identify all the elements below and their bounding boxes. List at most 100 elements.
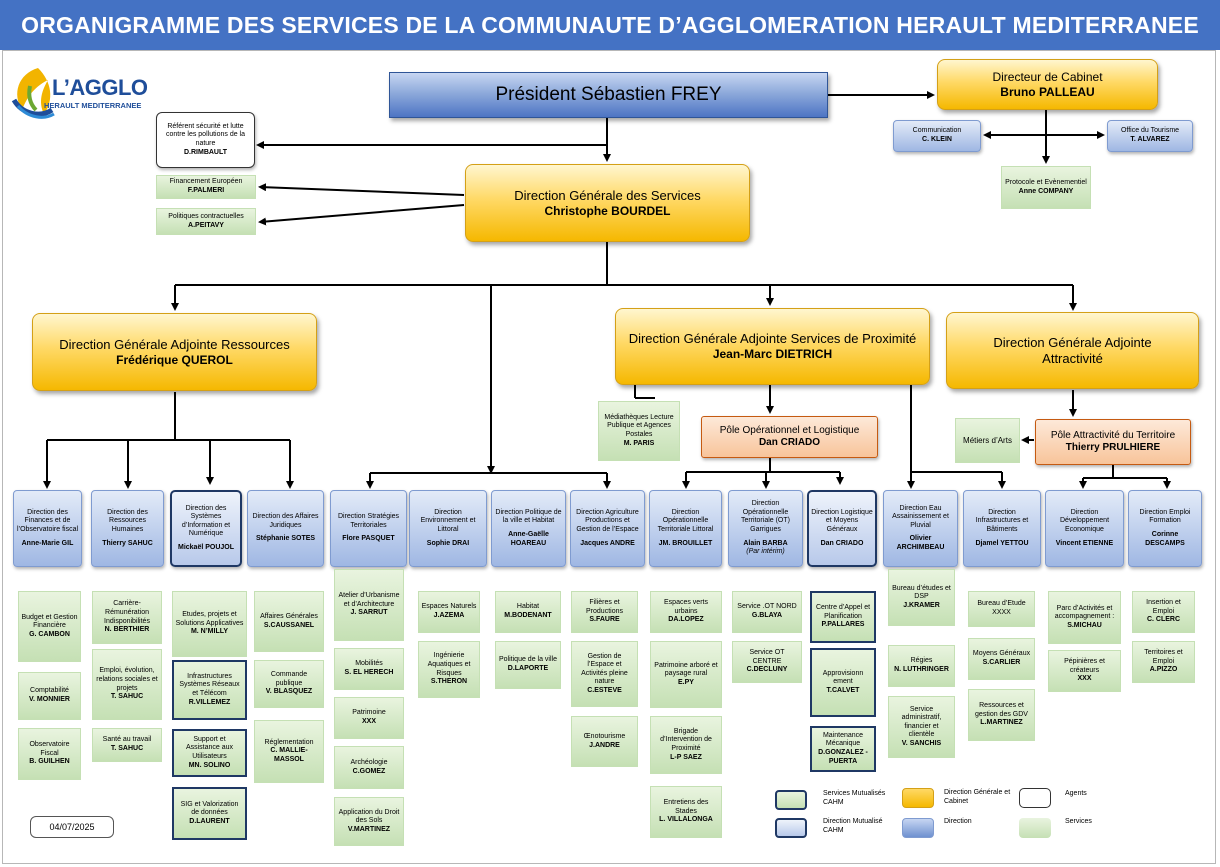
direction-box[interactable]: Direction des Finances et de l’Observato… [13, 490, 82, 567]
pole-attractivite-box[interactable]: Pôle Attractivité du Territoire Thierry … [1035, 419, 1191, 465]
service-box[interactable]: Bureau d’Etude XXXX [968, 591, 1035, 627]
direction-head: Stéphanie SOTES [255, 535, 316, 543]
service-box[interactable]: Emploi, évolution, relations sociales et… [92, 649, 162, 720]
service-head: V. SANCHIS [901, 739, 942, 747]
direction-box[interactable]: Direction Politique de la ville et Habit… [491, 490, 566, 567]
communication-box[interactable]: Communication C. KLEIN [893, 120, 981, 152]
service-box[interactable]: Service administratif, financier et clie… [888, 696, 955, 758]
direction-box[interactable]: Direction des Systèmes d’Information et … [170, 490, 242, 567]
service-title: Insertion et Emploi [1146, 599, 1181, 615]
service-head: S.CARLIER [982, 659, 1021, 666]
legend-swatch-services-mut [775, 790, 807, 810]
legend-direction-mut: Direction Mutualisé CAHM [823, 818, 883, 834]
dga-attractivite-box[interactable]: Direction Générale Adjointe Attractivité [946, 312, 1199, 389]
service-box[interactable]: Infrastructures Systèmes Réseaux et Télé… [172, 660, 247, 720]
politiques-box[interactable]: Politiques contractuelles A.PEITAVY [156, 208, 256, 235]
dga-proximite-box[interactable]: Direction Générale Adjointe Services de … [615, 308, 930, 385]
tourisme-box[interactable]: Office du Tourisme T. ALVAREZ [1107, 120, 1193, 152]
service-head: E.PY [678, 678, 694, 686]
service-head: A.PIZZO [1149, 666, 1178, 674]
metiers-arts-box[interactable]: Métiers d’Arts [955, 418, 1020, 463]
financement-box[interactable]: Financement Européen F.PALMERI [156, 175, 256, 199]
direction-box[interactable]: Direction Opérationnelle Territoriale Li… [649, 490, 722, 567]
service-box[interactable]: Parc d’Activités et accompagnement :S.MI… [1048, 591, 1121, 644]
direction-head: Anne-Marie GIL [21, 539, 74, 547]
mediatheques-box[interactable]: Médiathèques Lecture Publique et Agences… [598, 401, 680, 461]
service-head: D.LAURENT [189, 817, 230, 825]
direction-title: Direction Stratégies Territoriales [337, 513, 400, 529]
service-box[interactable]: Gestion de l’Espace et Activités pleine … [571, 641, 638, 707]
service-title: Filières et Productions [586, 599, 623, 615]
service-head: L-P SAEZ [670, 753, 702, 761]
service-title: Pépinières et créateurs [1064, 658, 1105, 674]
protocole-box[interactable]: Protocole et Evènementiel Anne COMPANY [1001, 166, 1091, 209]
direction-box[interactable]: Direction Agriculture Productions et Ges… [570, 490, 645, 567]
cabinet-box[interactable]: Directeur de Cabinet Bruno PALLEAU [937, 59, 1158, 110]
pole-operationnel-box[interactable]: Pôle Opérationnel et Logistique Dan CRIA… [701, 416, 878, 458]
dga-ressources-box[interactable]: Direction Générale Adjointe Ressources F… [32, 313, 317, 391]
legend-services-mut: Services Mutualisés CAHM [823, 790, 886, 806]
service-title: Atelier d’Urbanisme et d’Architecture [338, 592, 400, 608]
service-title: Espaces verts urbains [664, 599, 708, 615]
agglo-logo [11, 68, 55, 119]
president-box[interactable]: Président Sébastien FREY [389, 72, 828, 118]
service-head: R.VILLEMEZ [188, 698, 231, 706]
service-title: Centre d’Appel et Planification [815, 604, 871, 620]
service-title: Approvisionn ement [822, 669, 864, 686]
service-box[interactable]: Etudes, projets et Solutions Applicative… [172, 591, 247, 657]
direction-title: Direction Emploi Formation [1139, 508, 1191, 525]
service-title: Etudes, projets et Solutions Applicative… [175, 611, 244, 627]
service-title: Service administratif, financier et clie… [901, 705, 942, 739]
direction-box[interactable]: Direction Opérationnelle Territoriale (O… [728, 490, 803, 567]
dgs-box[interactable]: Direction Générale des Services Christop… [465, 164, 750, 242]
service-head: V.MARTINEZ [347, 825, 391, 833]
referent-box[interactable]: Référent sécurité et lutte contre les po… [156, 112, 255, 168]
